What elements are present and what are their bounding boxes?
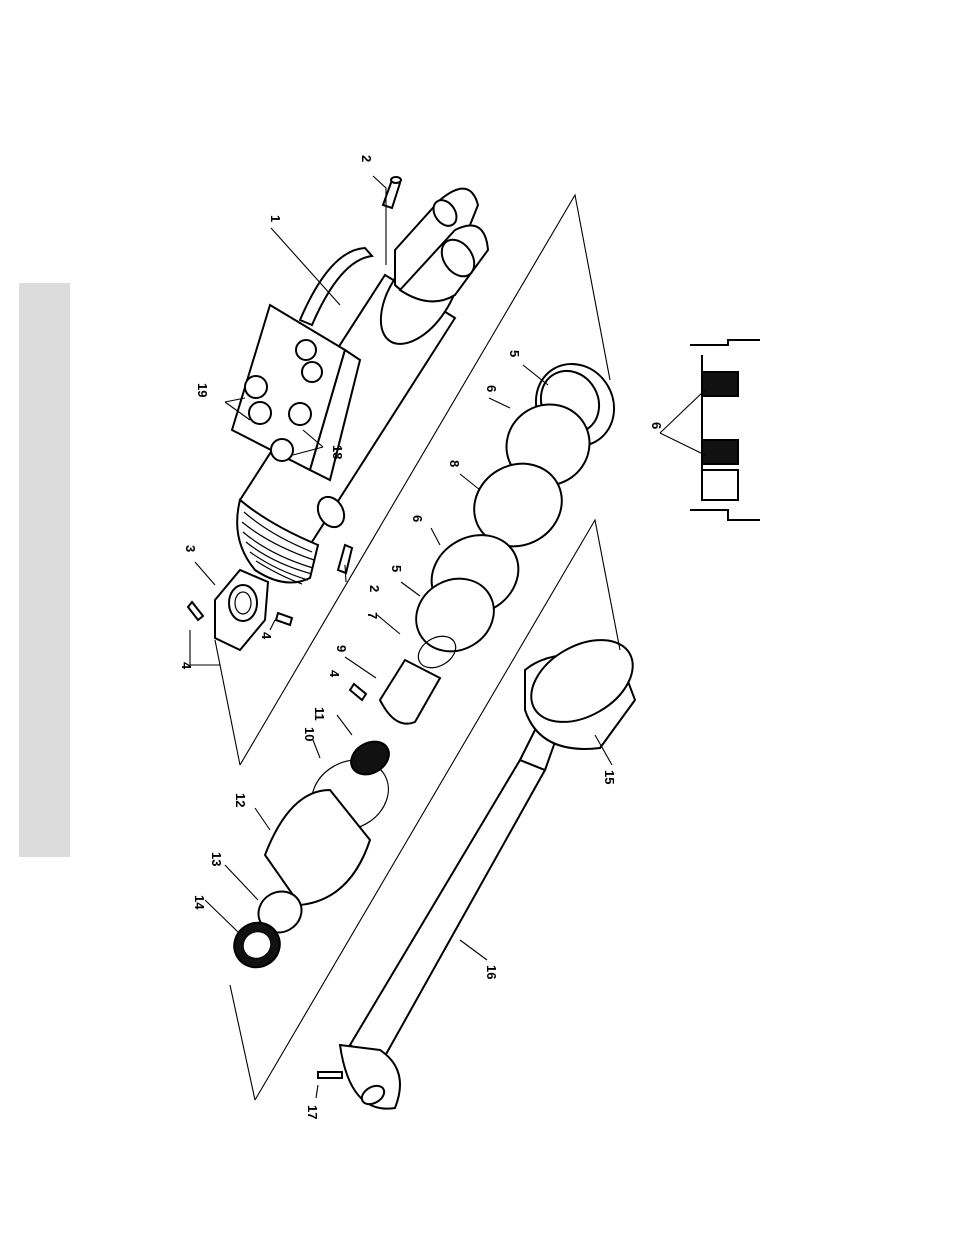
callout-6-detail: 6 [649, 422, 664, 429]
callout-18: 18 [330, 445, 345, 459]
assembly-line-gland [230, 985, 255, 1100]
callout-2-upper: 2 [359, 155, 374, 162]
callout-6-lower: 6 [410, 515, 425, 522]
callout-2-lower: 2 [367, 585, 382, 592]
grease-fitting-rod [318, 1072, 342, 1078]
callout-3: 3 [183, 545, 198, 552]
set-screw-b [276, 613, 292, 625]
assembly-line-nut [215, 640, 240, 765]
callout-1: 1 [268, 215, 283, 222]
callout-11: 11 [312, 707, 327, 721]
callout-16: 16 [484, 965, 499, 979]
end-cap [517, 623, 647, 749]
callout-12: 12 [233, 793, 248, 807]
callout-14: 14 [192, 895, 207, 910]
callout-4-b: 4 [259, 632, 274, 640]
callout-6-upper: 6 [484, 385, 499, 392]
piston-rod [340, 720, 560, 1109]
callout-7: 7 [365, 612, 380, 619]
callout-19: 19 [195, 383, 210, 397]
set-screw-a [188, 602, 203, 620]
seal-detail-inset [690, 340, 760, 520]
callout-17: 17 [305, 1105, 320, 1119]
callout-10: 10 [302, 727, 317, 741]
callout-9: 9 [334, 645, 349, 652]
callout-5-lower: 5 [389, 565, 404, 572]
callout-15: 15 [602, 770, 617, 784]
gland-assembly [226, 735, 401, 976]
callout-4-c: 4 [327, 670, 342, 678]
set-screw-c [350, 684, 366, 700]
callout-13: 13 [209, 852, 224, 866]
callout-4-a: 4 [179, 662, 194, 670]
callout-5-upper: 5 [507, 350, 522, 357]
callout-8: 8 [447, 460, 462, 467]
